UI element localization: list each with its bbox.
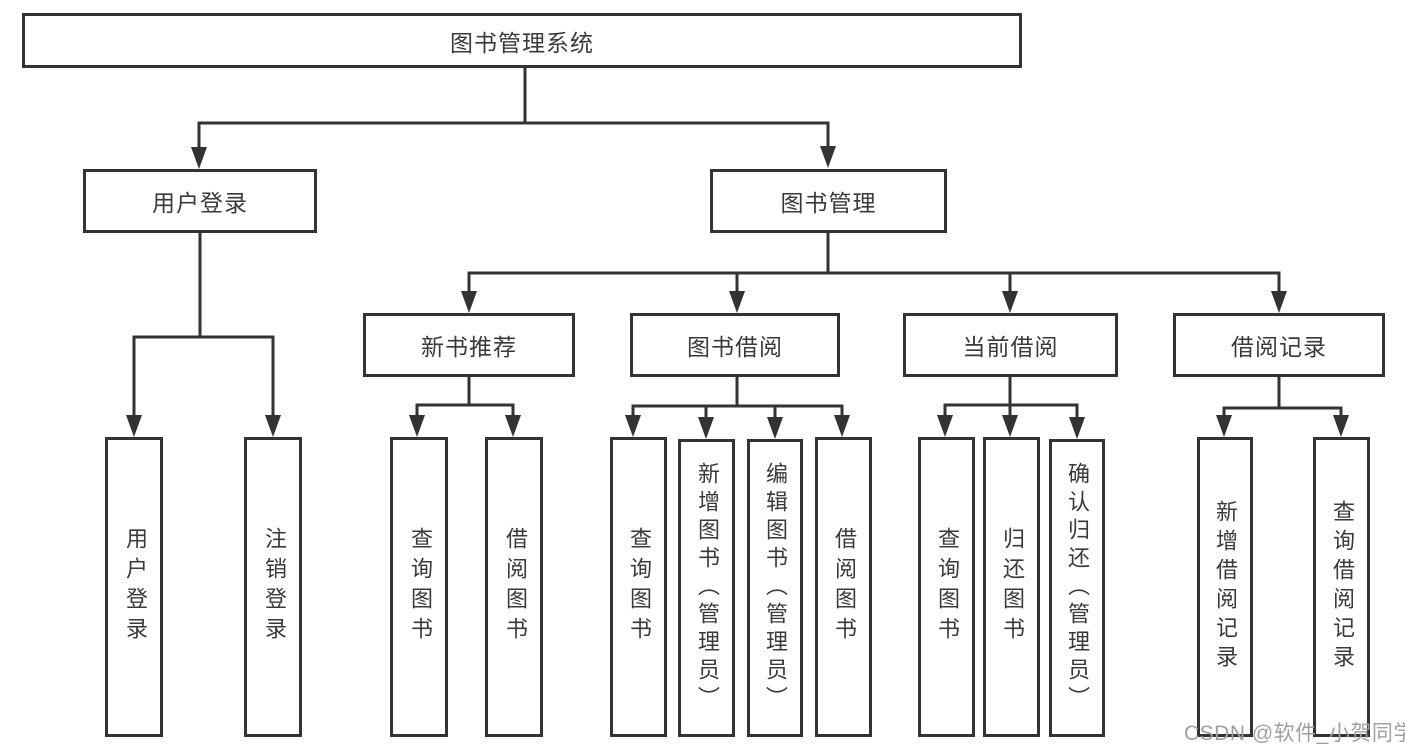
node-borrow-record: 借阅记录 (1173, 313, 1385, 377)
leaf-borrow-add-book-admin: 新增图书（管理员） (678, 439, 735, 737)
leaf-borrow-borrow-book: 借阅图书 (815, 437, 872, 737)
leaf-current-return-book: 归还图书 (983, 437, 1040, 737)
node-book-management: 图书管理 (710, 169, 947, 233)
node-current-borrow: 当前借阅 (903, 313, 1118, 377)
csdn-watermark: CSDN @软件_小贺同学 (1184, 722, 1405, 745)
node-user-login: 用户登录 (83, 169, 317, 233)
leaf-logout-login: 注销登录 (244, 437, 302, 737)
leaf-current-confirm-return-admin: 确认归还（管理员） (1049, 439, 1105, 737)
leaf-record-add-borrow-record: 新增借阅记录 (1197, 437, 1253, 737)
leaf-borrow-query-book: 查询图书 (610, 437, 667, 737)
leaf-recommend-query-book: 查询图书 (390, 437, 448, 737)
leaf-recommend-borrow-book: 借阅图书 (485, 437, 543, 737)
node-book-borrow: 图书借阅 (630, 313, 840, 377)
node-new-book-recommend: 新书推荐 (363, 313, 575, 377)
node-root-system: 图书管理系统 (22, 13, 1022, 68)
leaf-current-query-book: 查询图书 (918, 437, 975, 737)
leaf-record-query-borrow-record: 查询借阅记录 (1313, 437, 1370, 737)
leaf-user-login: 用户登录 (105, 437, 163, 737)
leaf-borrow-edit-book-admin: 编辑图书（管理员） (747, 439, 803, 737)
